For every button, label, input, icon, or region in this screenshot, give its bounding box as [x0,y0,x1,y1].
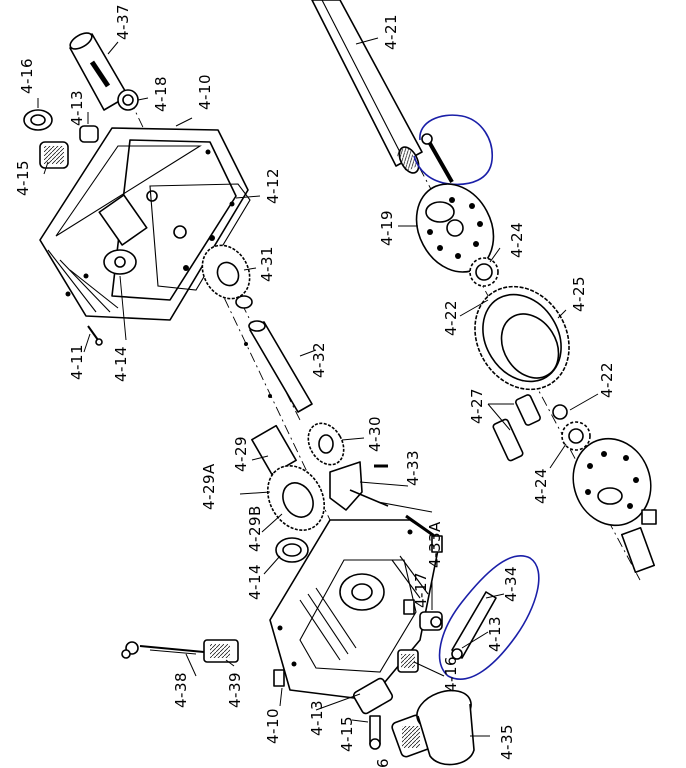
upper-housing [39,127,249,321]
label-4-10: 4-10 [196,74,214,110]
blue-note-circle-bottom [438,555,540,680]
label-4-13: 4-13 [68,90,86,126]
label-4-22: 4-22 [442,300,460,336]
label-4-37: 4-37 [114,4,132,40]
bearing-4-13 [79,125,99,143]
pin-4-11 [87,325,103,346]
label-4-14-lower: 4-14 [246,564,264,600]
label-4-24: 4-24 [508,222,526,258]
label-4-33A: 4-33A [426,521,444,568]
label-4-25: 4-25 [570,276,588,312]
label-4-11: 4-11 [68,344,86,380]
label-4-19: 4-19 [378,210,396,246]
label-4-12: 4-12 [264,168,282,204]
pinion-shafts [492,394,568,462]
seal-4-16 [23,109,53,131]
bearing-4-15 [39,141,69,169]
blue-note-circle-top [413,114,493,186]
fitting-4-16 [397,649,419,673]
gasket [149,183,251,291]
large-ring-gear [474,285,570,391]
axle-tube [311,0,423,174]
shaft-4-32 [244,320,313,413]
bushing-4-17 [419,611,443,631]
fitting-4-39 [203,639,239,663]
hub-flange-right [572,437,652,527]
label-4-17: 4-17 [412,572,430,608]
label-4-16-lower: 4-16 [442,656,460,692]
label-4-21: 4-21 [382,14,400,50]
gear-cluster-4-29 [251,424,326,531]
gear-4-31 [201,244,251,300]
label-4-13-bottom: 4-13 [308,700,326,736]
cap-4-35 [416,689,475,766]
shift-fork [329,461,389,511]
label-4-24-lower: 4-24 [532,468,550,504]
label-4-15: 4-15 [14,160,32,196]
label-4-31: 4-31 [258,246,276,282]
label-4-13-lower: 4-13 [486,616,504,652]
label-4-10-lower: 4-10 [264,708,282,744]
part-labels: 4-37 4-21 4-16 4-13 4-18 4-10 4-15 4-12 … [14,4,616,768]
label-4-27: 4-27 [468,388,486,424]
bearing-4-13-lower [352,677,394,715]
bearing-4-18 [117,89,139,111]
small-gear-lower [561,421,591,451]
seal-4-14 [275,537,309,563]
label-4-38: 4-38 [172,672,190,708]
label-4-14: 4-14 [112,346,130,382]
washer-4-31 [235,295,253,309]
label-4-35: 4-35 [498,724,516,760]
label-4-33: 4-33 [404,450,422,486]
label-4-32: 4-32 [310,342,328,378]
label-4-29B: 4-29B [246,505,264,552]
small-gear-upper [469,257,499,287]
label-4-15-lower: 4-15 [338,716,356,752]
label-4-39: 4-39 [226,672,244,708]
label-6-partial: 6 [374,758,392,768]
label-4-22-lower: 4-22 [598,362,616,398]
label-4-16: 4-16 [18,58,36,94]
label-4-30: 4-30 [366,416,384,452]
axle-bolt [421,133,454,183]
label-4-18: 4-18 [152,76,170,112]
label-4-29A: 4-29A [200,463,218,510]
bolt-4-15 [369,715,381,750]
lever-4-34 [451,591,497,660]
housing-bolts [273,514,443,687]
right-edge-parts [620,509,657,574]
cable-4-38 [121,641,205,659]
gear-4-30 [307,422,345,466]
leader-lines [37,37,599,737]
label-4-34: 4-34 [502,566,520,602]
label-4-29: 4-29 [232,436,250,472]
